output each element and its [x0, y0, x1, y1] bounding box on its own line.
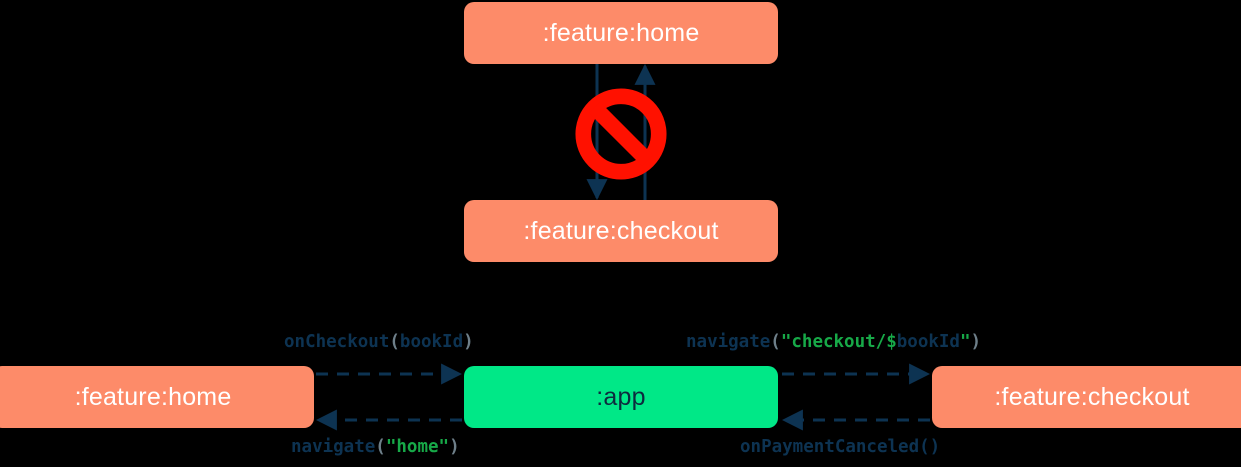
- code-token-arg: bookId: [399, 332, 464, 352]
- forbidden-icon: [575, 88, 667, 180]
- code-token-str: "home": [385, 437, 450, 457]
- node-label: :feature:home: [542, 18, 700, 47]
- edge-label-onpaymentcanceled: onPaymentCanceled(): [740, 437, 940, 457]
- code-token-fn: onCheckout: [284, 332, 390, 352]
- code-token-arg: bookId: [896, 332, 960, 352]
- code-token-paren: (: [389, 332, 400, 352]
- code-token-paren: (: [375, 437, 386, 457]
- node-feature-home-top[interactable]: :feature:home: [464, 2, 778, 64]
- node-label: :feature:checkout: [523, 216, 719, 245]
- code-token-fn: onPaymentCanceled: [740, 437, 920, 457]
- edge-label-navigate-checkout: navigate("checkout/$bookId"): [686, 332, 981, 352]
- code-token-paren: (: [770, 332, 781, 352]
- edge-label-navigate-home: navigate("home"): [291, 437, 460, 457]
- edge-label-oncheckout: onCheckout(bookId): [284, 332, 474, 352]
- code-token-fn: ): [929, 437, 941, 457]
- code-token-paren: ): [463, 332, 474, 352]
- node-feature-checkout-top[interactable]: :feature:checkout: [464, 200, 778, 262]
- code-token-str: ": [959, 332, 971, 352]
- node-label: :feature:home: [74, 382, 232, 411]
- code-token-paren: ): [449, 437, 460, 457]
- code-token-paren: ): [970, 332, 982, 352]
- node-feature-home-bottom[interactable]: :feature:home: [0, 366, 314, 428]
- code-token-str: "checkout/$: [780, 332, 897, 352]
- code-token-fn: (: [919, 437, 930, 457]
- node-feature-checkout-bottom[interactable]: :feature:checkout: [932, 366, 1241, 428]
- code-token-fn: navigate: [686, 332, 771, 352]
- node-label: :app: [596, 382, 646, 411]
- node-label: :feature:checkout: [994, 382, 1190, 411]
- node-app[interactable]: :app: [464, 366, 778, 428]
- code-token-fn: navigate: [291, 437, 376, 457]
